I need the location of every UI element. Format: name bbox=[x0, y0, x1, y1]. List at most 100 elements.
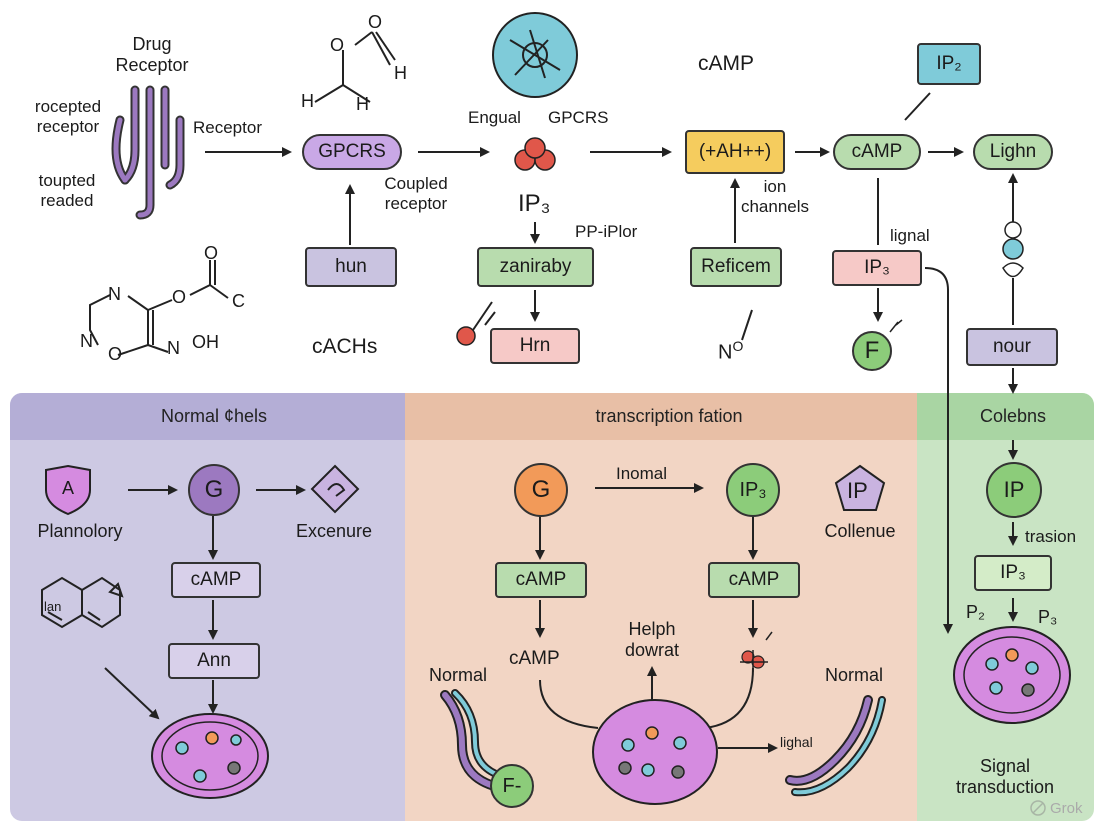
panel-mid-header bbox=[405, 393, 917, 440]
ip3-box: IP₃ bbox=[832, 250, 922, 286]
p2-label: P₂ bbox=[966, 602, 985, 622]
camp-pill: cAMP bbox=[833, 134, 921, 170]
red-protein-icon bbox=[514, 137, 556, 171]
normal-right-label: Normal bbox=[825, 665, 884, 685]
ip3-circle-mid: IP₃ bbox=[726, 463, 780, 517]
mol2-o3: O bbox=[108, 344, 123, 364]
watermark-text: Grok bbox=[1050, 800, 1083, 817]
rocepted-receptor-label: rocepted receptor bbox=[34, 97, 102, 136]
ip-circle-right: IP bbox=[986, 462, 1042, 518]
cell-left bbox=[151, 713, 269, 799]
receptor-label: Receptor bbox=[193, 118, 262, 137]
panel-left-header bbox=[10, 393, 405, 440]
ip3-box-right: IP₃ bbox=[974, 555, 1052, 591]
planology-label: Plannolory bbox=[37, 521, 123, 541]
no-o: O bbox=[732, 338, 744, 354]
panel-right-header bbox=[917, 393, 1094, 440]
mol1-o1: O bbox=[330, 35, 345, 55]
mol2-o: O bbox=[172, 287, 187, 307]
shield-icon bbox=[45, 464, 91, 516]
zaniraby-box: zaniraby bbox=[477, 247, 594, 287]
f-circle: F bbox=[852, 331, 892, 371]
gpcrs-label: GPCRS bbox=[548, 108, 609, 127]
panel-mid-title: transcription fation bbox=[595, 406, 743, 426]
gpcrs-pill: GPCRS bbox=[302, 134, 402, 170]
drug-receptor-label: Drug Receptor bbox=[115, 34, 189, 75]
p3-label: P₃ bbox=[1038, 607, 1058, 627]
naphthalene-ring bbox=[41, 576, 124, 629]
no-label: NO bbox=[718, 338, 743, 365]
mol2-noh-n: N bbox=[167, 338, 180, 358]
ip-pentagon-label: IP bbox=[847, 478, 868, 503]
molecule-aldehyde bbox=[314, 31, 396, 103]
curve-receptor-cell bbox=[704, 667, 754, 729]
collenue-label: Collenue bbox=[824, 521, 896, 541]
shield-letter: A bbox=[62, 478, 75, 498]
ligand-icon bbox=[456, 301, 496, 346]
f-marks bbox=[889, 319, 903, 333]
mol2-oh: OH bbox=[192, 332, 219, 352]
nour-box: nour bbox=[966, 328, 1058, 366]
camp-plain-label: cAMP bbox=[509, 648, 560, 669]
trasion-label: trasion bbox=[1025, 527, 1077, 546]
receptor-red-icon bbox=[740, 631, 773, 672]
excenure-label: Excenure bbox=[295, 521, 373, 541]
engual-glyph bbox=[509, 29, 561, 79]
panel-left-title: Normal ¢hels bbox=[160, 406, 268, 426]
line-ip2 bbox=[904, 92, 931, 121]
f-circle-mid: F- bbox=[490, 764, 534, 808]
arrow-ring-cell bbox=[104, 667, 160, 720]
helph-dowrat-label: Helph dowrat bbox=[624, 619, 680, 660]
lighn-pill: Lighn bbox=[973, 134, 1053, 170]
molecule-ring bbox=[89, 260, 229, 356]
pentagon-shape bbox=[834, 464, 886, 511]
g-circle-left: G bbox=[188, 464, 240, 516]
hun-box: hun bbox=[305, 247, 397, 287]
bead-chain-icon bbox=[1002, 221, 1024, 278]
g-circle-mid: G bbox=[514, 463, 568, 517]
inomal-label: Inomal bbox=[616, 464, 668, 483]
mol2-o2: O bbox=[204, 243, 219, 263]
camp-box-mid-1: cAMP bbox=[495, 562, 587, 598]
camp-box-mid-2: cAMP bbox=[708, 562, 800, 598]
lighal-label: lighal bbox=[780, 734, 813, 750]
ring-label: lan bbox=[44, 599, 62, 614]
mol2-n: N bbox=[108, 284, 121, 304]
cell-middle bbox=[592, 699, 718, 805]
mol2-c: C bbox=[232, 291, 245, 311]
no-n: N bbox=[718, 341, 733, 364]
mol2-n2: N bbox=[80, 331, 93, 351]
normal-left-label: Normal bbox=[429, 665, 488, 685]
cell-right bbox=[953, 626, 1071, 724]
ip2-box: IP₂ bbox=[917, 43, 981, 85]
mol1-h2: H bbox=[301, 91, 314, 111]
cachs-label: cACHs bbox=[312, 335, 378, 358]
strand-right bbox=[785, 695, 886, 797]
panel-right-title: Colebns bbox=[979, 406, 1047, 426]
pp-iplor-label: PP-iPlor bbox=[575, 222, 638, 241]
arrow-ip3-right-panel bbox=[924, 267, 953, 634]
diamond-icon bbox=[310, 464, 360, 514]
ip3-label: IP₃ bbox=[518, 190, 551, 217]
coupled-receptor-label: Coupled receptor bbox=[384, 174, 448, 213]
signal-transduction-label: Signal transduction bbox=[955, 756, 1055, 797]
ion-channels-label: ion channels bbox=[740, 177, 810, 216]
mol1-h1: H bbox=[394, 63, 407, 83]
ann-box: Ann bbox=[168, 643, 260, 679]
mol1-o2: O bbox=[368, 12, 383, 32]
engual-label: Engual bbox=[468, 108, 521, 127]
line-no bbox=[741, 309, 753, 341]
reficem-box: Reficem bbox=[690, 247, 782, 287]
toupted-readed-label: toupted readed bbox=[38, 171, 96, 210]
receptor-helix-inner bbox=[113, 87, 183, 218]
lignal-label: lignal bbox=[890, 226, 930, 245]
watermark-icon bbox=[1030, 800, 1046, 816]
curve-camp-cell bbox=[539, 679, 599, 729]
camp-title-label: cAMP bbox=[698, 52, 755, 75]
mol1-h3: H bbox=[356, 94, 369, 114]
hrn-box: Hrn bbox=[490, 328, 580, 364]
ah-box: (+AH++) bbox=[685, 130, 785, 174]
camp-box-left: cAMP bbox=[171, 562, 261, 598]
